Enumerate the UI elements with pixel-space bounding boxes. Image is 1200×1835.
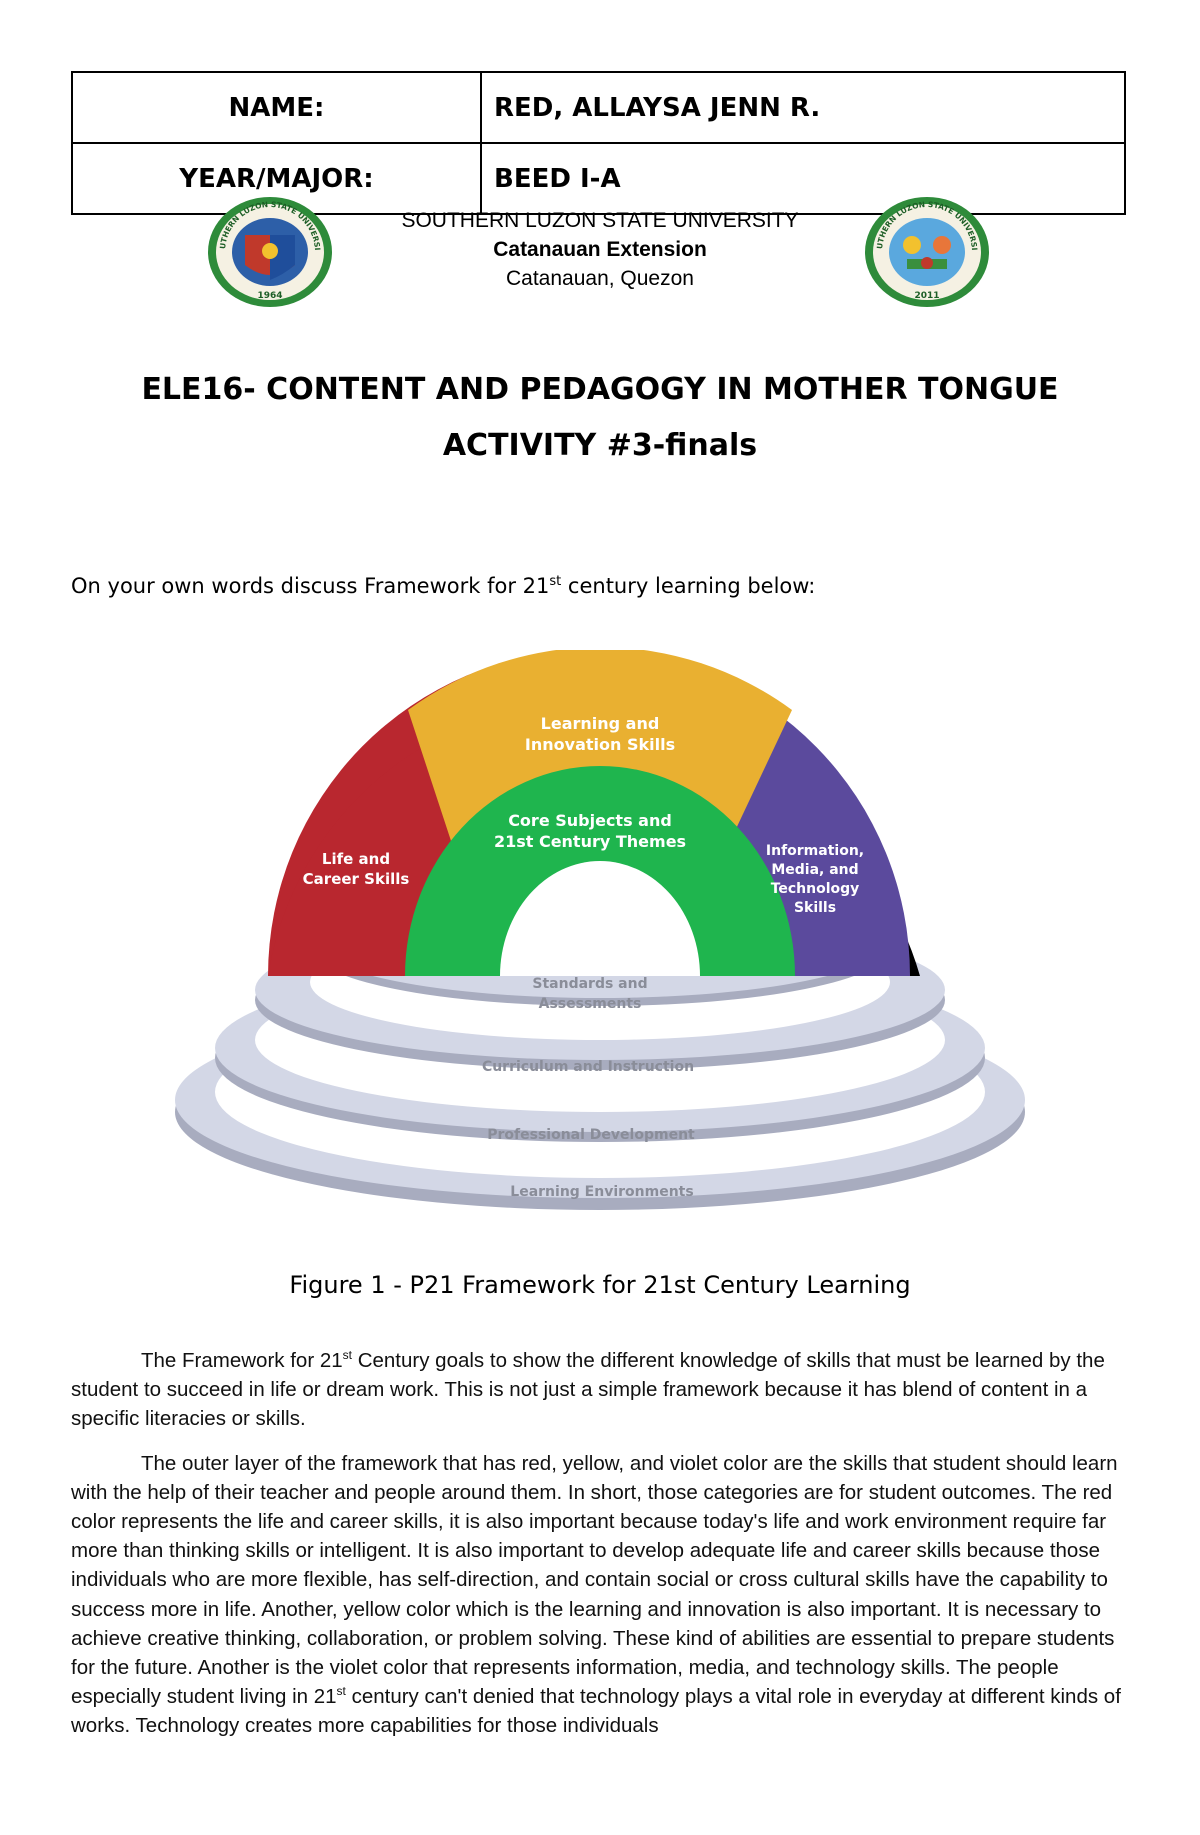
student-info-table: NAME: RED, ALLAYSA JENN R. YEAR/MAJOR: B… — [71, 71, 1126, 215]
paragraph-1-rest: Century goals to show the different know… — [71, 1349, 1105, 1431]
learning-environments-label: Learning Environments — [510, 1184, 693, 1200]
university-name: SOUTHERN LUZON STATE UNIVERSITY — [401, 209, 799, 232]
curriculum-instruction-label: Curriculum and Instruction — [482, 1059, 694, 1075]
paragraph-2-start: The outer layer of the framework that ha… — [71, 1451, 1118, 1709]
core-subjects-label-line2: 21st Century Themes — [494, 832, 686, 851]
paragraph-1: The Framework for 21st Century goals to … — [71, 1346, 1131, 1434]
paragraph-2-rest: century can't denied that technology pla… — [71, 1685, 1121, 1738]
university-seal-left: SOUTHERN LUZON STATE UNIVERSITY 1964 — [205, 195, 332, 307]
university-location: Catanauan, Quezon — [506, 267, 694, 290]
information-label-line4: Skills — [794, 900, 836, 916]
learning-innovation-label-line1: Learning and — [541, 714, 660, 733]
figure-caption: Figure 1 - P21 Framework for 21st Centur… — [289, 1271, 911, 1299]
university-header: SOUTHERN LUZON STATE UNIVERSITY Catanaua… — [300, 206, 900, 293]
prompt-text-start: On your own words discuss Framework for … — [71, 574, 550, 598]
prompt-superscript: st — [549, 574, 562, 589]
learning-innovation-label-line2: Innovation Skills — [525, 735, 675, 754]
left-seal-year: 1964 — [257, 291, 282, 301]
life-career-label-line2: Career Skills — [303, 870, 410, 888]
right-seal-year: 2011 — [914, 291, 939, 301]
name-label: NAME: — [71, 71, 482, 144]
paragraph-2: The outer layer of the framework that ha… — [71, 1449, 1131, 1741]
discussion-body: The Framework for 21st Century goals to … — [71, 1346, 1131, 1756]
prompt-text-end: century learning below: — [561, 574, 816, 598]
paragraph-1-start: The Framework for 21 — [141, 1349, 343, 1372]
name-value: RED, ALLAYSA JENN R. — [480, 71, 1126, 144]
information-label-line3: Technology — [771, 881, 860, 897]
university-seal-right: SOUTHERN LUZON STATE UNIVERSITY 2011 — [862, 195, 989, 307]
standards-label-line2: Assessments — [539, 996, 642, 1012]
year-major-value: BEED I-A — [480, 142, 1126, 215]
university-extension: Catanauan Extension — [493, 238, 707, 261]
p21-framework-diagram: Life and Career Skills Learning and Inno… — [175, 650, 1025, 1210]
professional-development-label: Professional Development — [487, 1127, 695, 1143]
year-row: YEAR/MAJOR: BEED I-A — [71, 142, 1126, 215]
paragraph-2-superscript: st — [336, 1684, 346, 1699]
name-row: NAME: RED, ALLAYSA JENN R. — [71, 71, 1126, 144]
core-subjects-label-line1: Core Subjects and — [508, 811, 672, 830]
paragraph-1-superscript: st — [342, 1348, 352, 1363]
information-label-line1: Information, — [766, 843, 864, 859]
information-label-line2: Media, and — [771, 862, 858, 878]
standards-label-line1: Standards and — [532, 976, 647, 992]
activity-title: ACTIVITY #3-finals — [442, 428, 758, 463]
life-career-label-line1: Life and — [322, 850, 390, 868]
activity-prompt: On your own words discuss Framework for … — [71, 574, 815, 598]
arch-inner-opening — [500, 861, 700, 976]
course-title: ELE16- CONTENT AND PEDAGOGY IN MOTHER TO… — [141, 372, 1059, 407]
